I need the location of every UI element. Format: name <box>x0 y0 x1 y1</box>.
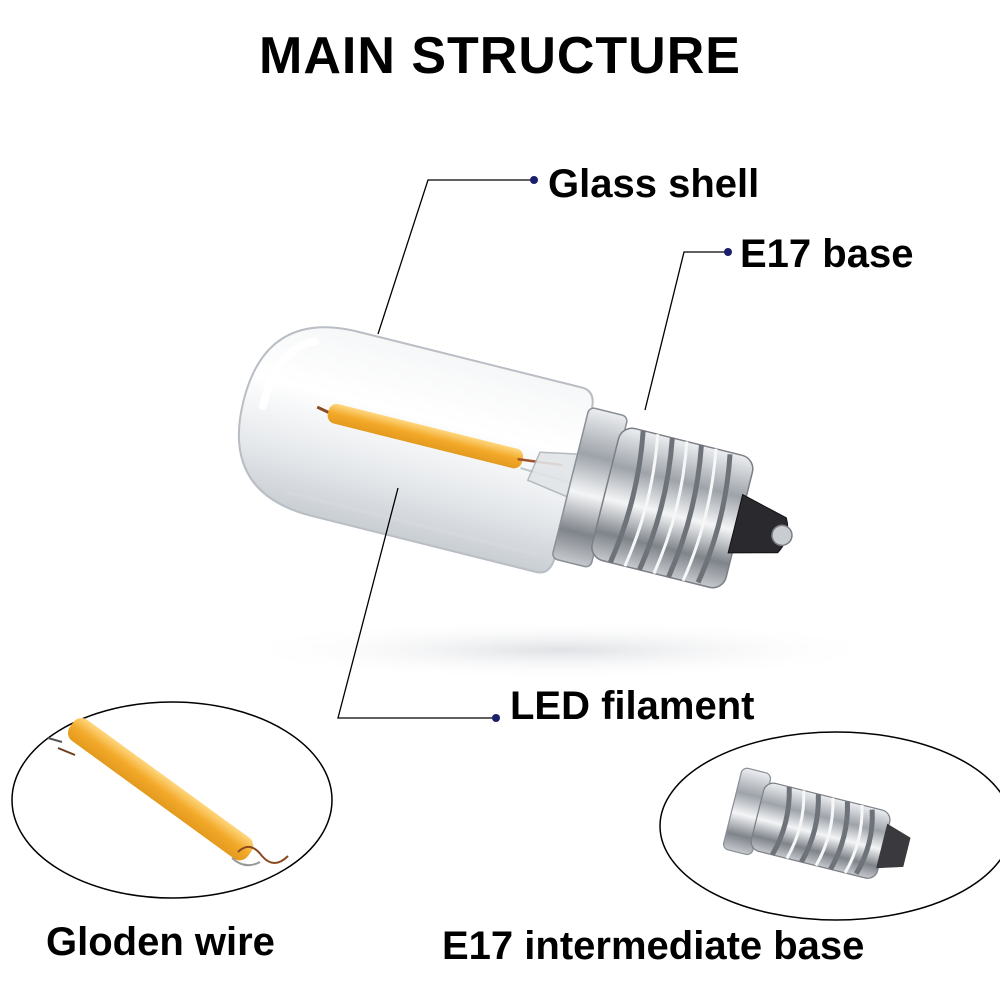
diagram-title: MAIN STRUCTURE <box>259 27 741 85</box>
label-glass-shell: Glass shell <box>548 162 760 206</box>
bulb-reflection <box>230 620 890 680</box>
led-filament <box>316 403 582 499</box>
label-golden-wire: Gloden wire <box>46 920 275 964</box>
glass-shell <box>237 326 594 574</box>
callout-dot <box>492 714 500 722</box>
callout-glass-shell <box>377 176 538 335</box>
label-intermediate-base: E17 intermediate base <box>442 924 865 968</box>
e17-base <box>552 407 793 589</box>
label-led-filament: LED filament <box>510 684 755 728</box>
callout-dot <box>724 248 732 256</box>
bulb <box>237 326 793 589</box>
callout-led-filament <box>337 487 500 722</box>
callout-dot <box>530 176 538 184</box>
inset-intermediate-base <box>659 731 1000 921</box>
label-e17-base: E17 base <box>740 232 914 276</box>
inset-golden-wire <box>11 701 333 899</box>
callout-e17-base <box>644 248 732 411</box>
